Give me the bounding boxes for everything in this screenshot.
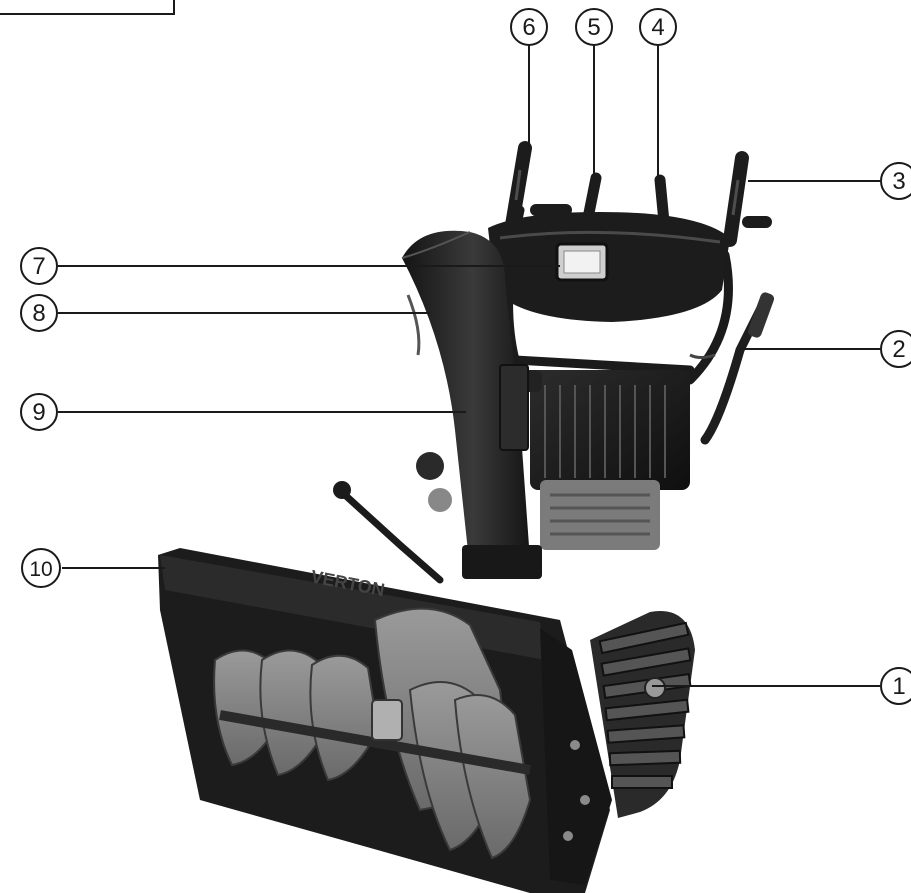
callout-label: 3 — [892, 168, 905, 195]
snowblower-illustration: VERTON — [158, 141, 775, 893]
handle-grip-right — [723, 151, 772, 247]
leader-lines — [58, 45, 880, 687]
callout-4: 4 — [639, 8, 677, 46]
discharge-chute — [401, 230, 542, 579]
callout-label: 8 — [32, 300, 45, 327]
callout-8: 8 — [20, 294, 58, 332]
callout-label: 7 — [32, 253, 45, 280]
lever-2 — [700, 295, 770, 445]
callout-10: 10 — [21, 548, 61, 588]
frame-corner — [0, 0, 175, 15]
control-panel — [488, 212, 730, 322]
callouts: 1 2 3 4 5 6 7 8 — [20, 8, 911, 705]
callout-label: 9 — [32, 399, 45, 426]
callout-7: 7 — [20, 247, 58, 285]
callout-label: 6 — [522, 14, 535, 41]
callout-9: 9 — [20, 393, 58, 431]
callout-3: 3 — [880, 162, 911, 200]
callout-label: 4 — [651, 14, 664, 41]
callout-label: 5 — [587, 14, 600, 41]
chute-crank — [341, 491, 444, 584]
callout-2: 2 — [880, 330, 911, 368]
callout-5: 5 — [575, 8, 613, 46]
track-drive — [590, 611, 695, 818]
callout-label: 10 — [29, 558, 52, 581]
callout-label: 2 — [892, 336, 905, 363]
callout-label: 1 — [892, 673, 905, 700]
callout-6: 6 — [510, 8, 548, 46]
handle-grip-left — [505, 141, 572, 232]
engine — [416, 370, 690, 550]
lever-5 — [582, 172, 602, 224]
lever-4 — [654, 174, 670, 228]
callout-1: 1 — [880, 667, 911, 705]
